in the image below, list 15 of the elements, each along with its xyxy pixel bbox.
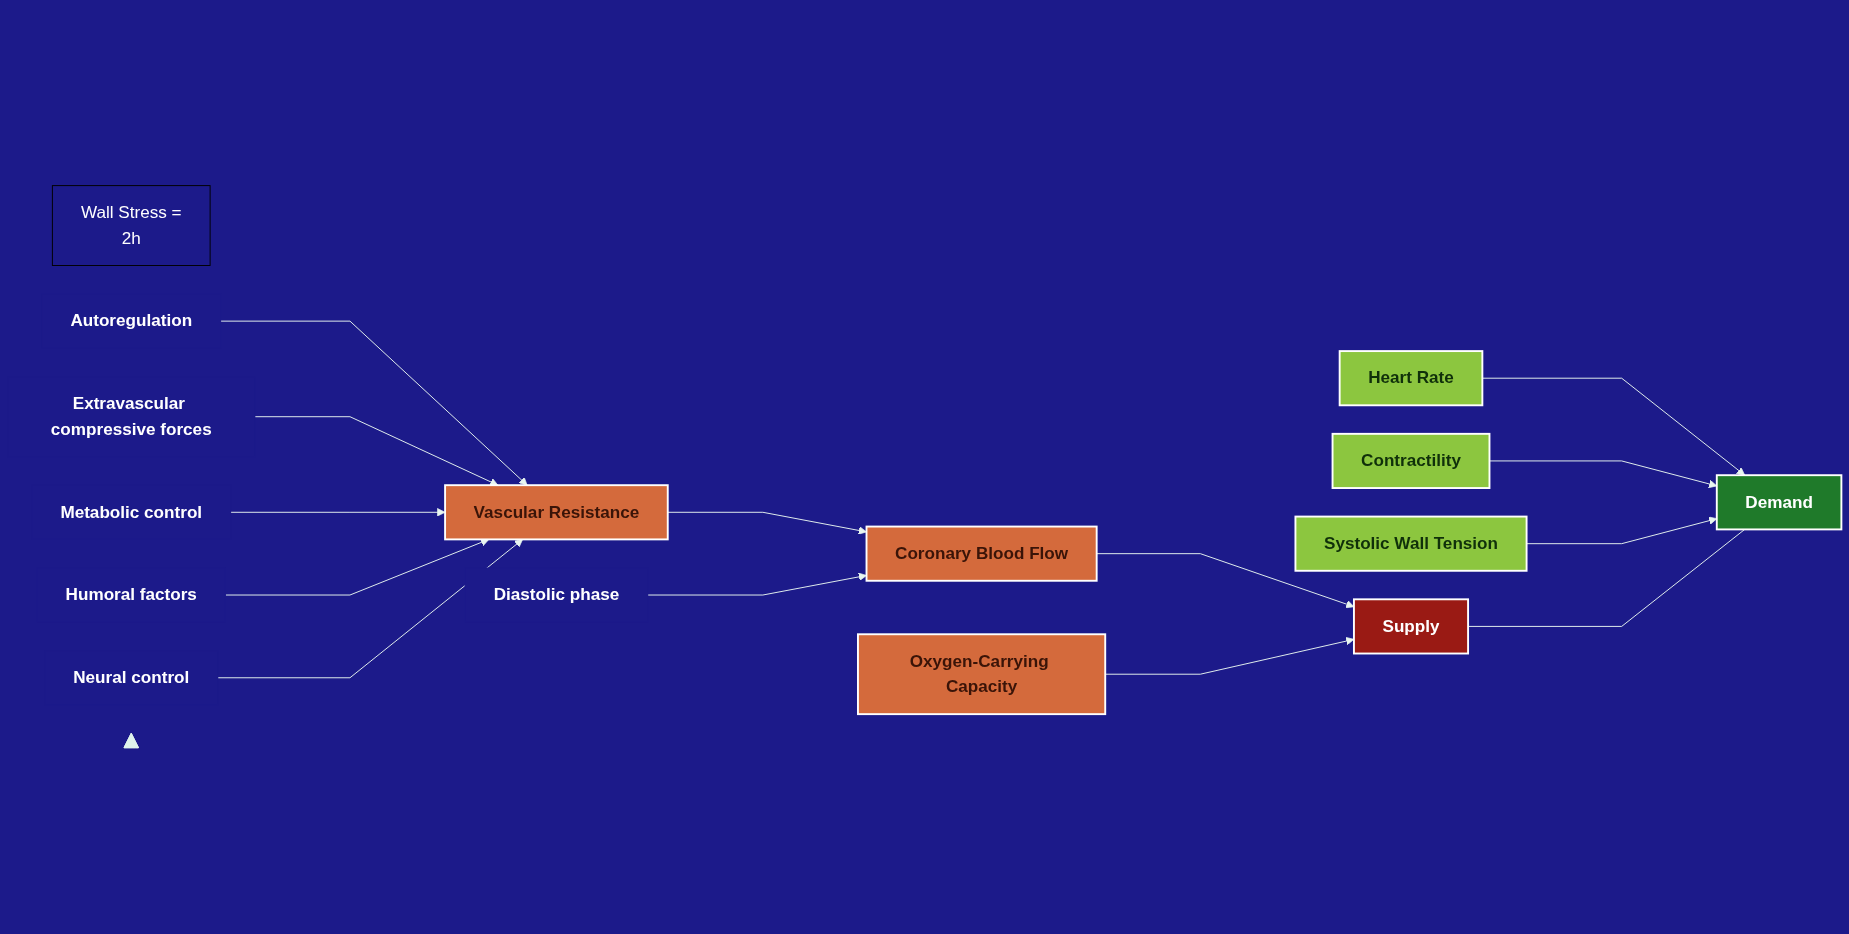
node-text: Neural control: [73, 668, 190, 688]
node-box: Supply: [1353, 598, 1470, 655]
node-text: Metabolic control: [60, 502, 203, 522]
node-box: Wall Stress = 2h: [51, 185, 211, 267]
node-box: Demand: [1715, 474, 1843, 531]
node-box: Heart Rate: [1338, 350, 1484, 407]
node-box: Contractility: [1331, 433, 1491, 490]
node-text: Autoregulation: [70, 311, 193, 331]
node-box: Coronary Blood Flow: [865, 525, 1098, 583]
node-box: Systolic Wall Tension: [1294, 515, 1528, 573]
node-text: Diastolic phase: [493, 585, 620, 605]
node-text: Extravascular compressive forces: [50, 394, 212, 439]
node-box: Oxygen-Carrying Capacity: [857, 633, 1107, 716]
node-box: Vascular Resistance: [444, 484, 669, 541]
node-text: Humoral factors: [65, 585, 197, 605]
